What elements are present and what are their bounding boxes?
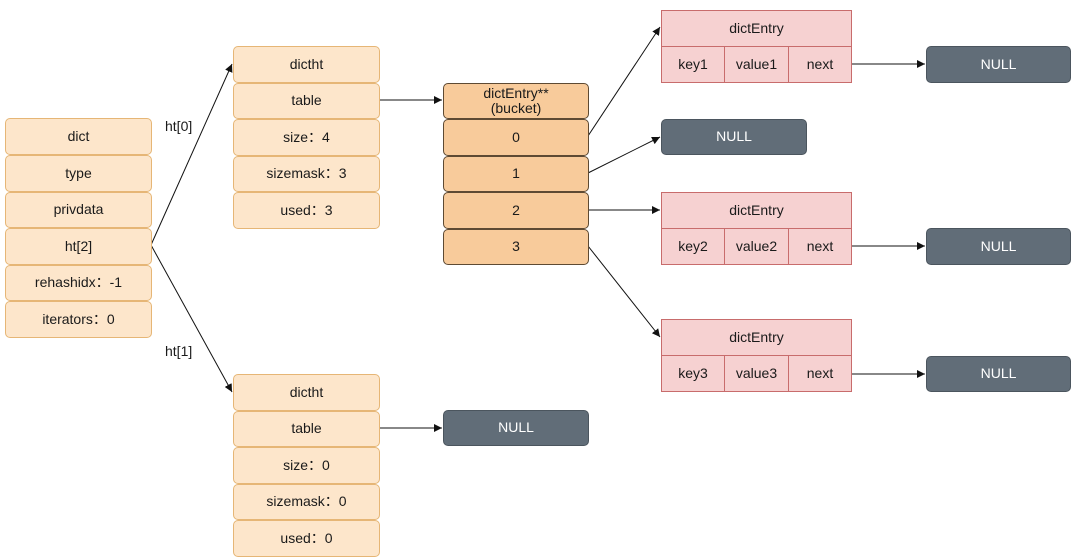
arrow-slot1-to-null <box>587 136 661 174</box>
bucket-slot-3: 3 <box>443 229 589 265</box>
entry1-value: value1 <box>724 46 789 83</box>
arrow-dict-to-ht1 <box>150 244 233 393</box>
ht1-header: dictht <box>233 374 380 411</box>
bucket-title: dictEntry** <box>483 84 549 101</box>
arrow-slot0-to-entry1 <box>587 26 661 137</box>
dict-field-rehashidx: rehashidx：-1 <box>5 265 152 301</box>
entry1-header: dictEntry <box>661 10 852 47</box>
bucket-header: dictEntry** (bucket) <box>443 83 589 119</box>
dict-field-iterators: iterators：0 <box>5 301 152 338</box>
arrow-dict-to-ht0 <box>150 63 233 246</box>
edge-label-ht1: ht[1] <box>165 343 193 359</box>
dict-header: dict <box>5 118 152 155</box>
entry3-header: dictEntry <box>661 319 852 356</box>
bucket-subtitle: (bucket) <box>490 100 542 116</box>
ht0-header: dictht <box>233 46 380 83</box>
entry3-value: value3 <box>724 355 789 392</box>
dict-field-privdata: privdata <box>5 192 152 228</box>
bucket-slot-1: 1 <box>443 156 589 192</box>
ht0-field-sizemask: sizemask：3 <box>233 156 380 192</box>
ht1-field-sizemask: sizemask：0 <box>233 484 380 520</box>
entry2-header: dictEntry <box>661 192 852 229</box>
entry3-key: key3 <box>661 355 725 392</box>
ht1-field-used: used：0 <box>233 520 380 557</box>
dict-field-ht: ht[2] <box>5 228 152 265</box>
entry1-key: key1 <box>661 46 725 83</box>
null-box-ht1-table: NULL <box>443 410 589 446</box>
entry2-next: next <box>788 228 852 265</box>
ht0-field-table: table <box>233 83 380 119</box>
entry1-next: next <box>788 46 852 83</box>
dict-field-type: type <box>5 155 152 192</box>
null-box-entry2-next: NULL <box>926 228 1071 265</box>
bucket-slot-0: 0 <box>443 119 589 156</box>
null-box-slot1: NULL <box>661 119 807 155</box>
null-box-entry1-next: NULL <box>926 46 1071 83</box>
ht0-field-used: used：3 <box>233 192 380 229</box>
null-box-entry3-next: NULL <box>926 356 1071 392</box>
ht1-field-table: table <box>233 411 380 447</box>
bucket-slot-2: 2 <box>443 192 589 229</box>
entry3-next: next <box>788 355 852 392</box>
entry2-value: value2 <box>724 228 789 265</box>
arrow-slot3-to-entry3 <box>587 245 661 338</box>
entry2-key: key2 <box>661 228 725 265</box>
ht1-field-size: size：0 <box>233 447 380 484</box>
edge-label-ht0: ht[0] <box>165 118 193 134</box>
ht0-field-size: size：4 <box>233 119 380 156</box>
